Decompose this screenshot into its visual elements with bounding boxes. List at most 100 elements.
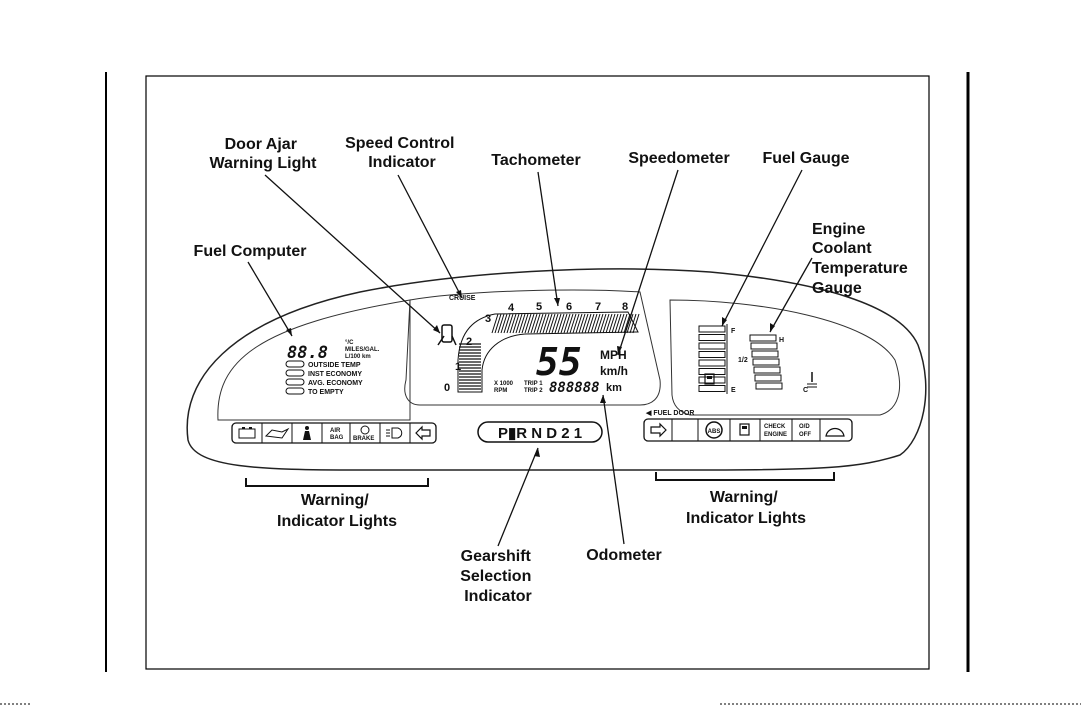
arrowhead	[286, 328, 292, 336]
fuel-computer: 88.8 °/C MILES/GAL. L/100 km OUTSIDE TEM…	[285, 340, 380, 396]
mode-outside-temp: OUTSIDE TEMP	[308, 362, 361, 369]
tach-segment	[614, 313, 622, 334]
odometer-digits: 888888	[549, 380, 600, 396]
left-turn-icon	[415, 425, 431, 441]
tach-segment	[539, 313, 547, 334]
fuel-door-indicator: ◀ FUEL DOOR	[645, 410, 694, 417]
air-bag-label-2: BAG	[330, 435, 344, 441]
tach-label-8: 8	[622, 301, 628, 313]
tach-segment	[533, 313, 541, 334]
tach-segment	[563, 313, 571, 334]
gear-selector: P▮R N D 2 1	[477, 421, 603, 443]
trip-1-label: TRIP 1	[524, 381, 543, 387]
tach-segment	[608, 313, 616, 334]
tach-label-6: 6	[566, 301, 572, 313]
tach-segment	[620, 313, 628, 334]
tach-label-2: 2	[466, 336, 472, 348]
washer-fluid-icon	[825, 427, 845, 437]
arrowhead	[554, 298, 560, 306]
callout-gearshift: Gearshift Selection Indicator	[460, 548, 536, 605]
tach-segment	[530, 313, 538, 334]
temp-bar	[754, 374, 782, 382]
battery-icon	[238, 427, 256, 439]
speed-digits: 55	[536, 340, 582, 384]
fuel-bar	[698, 325, 726, 333]
fuel-mark-half: 1/2	[738, 357, 748, 364]
fuel-mark-full: F	[731, 328, 736, 335]
tach-segment	[611, 313, 619, 334]
fuel-bar	[698, 385, 726, 392]
callout-speedometer: Speedometer	[628, 150, 729, 167]
tach-segment	[515, 313, 523, 334]
abs-label: ABS	[708, 429, 721, 435]
brake-icon	[360, 425, 370, 435]
temp-bar	[749, 334, 777, 342]
tach-segment	[557, 313, 565, 334]
tach-segment	[623, 313, 631, 334]
od-off-label-2: OFF	[799, 432, 811, 438]
abs-icon	[705, 421, 723, 439]
unit-l100km: L/100 km	[345, 354, 371, 360]
tach-segment	[569, 313, 577, 334]
callout-door-ajar: Door Ajar Warning Light	[210, 136, 318, 172]
mode-indicator	[285, 369, 305, 377]
tach-label-4: 4	[508, 302, 515, 314]
tach-segment	[527, 313, 535, 334]
speed-unit-mph: MPH	[600, 348, 627, 362]
coolant-temp-icon	[807, 372, 817, 388]
callout-speed-control: Speed Control Indicator	[345, 135, 459, 171]
tach-segment	[497, 313, 505, 334]
tachometer-leader	[537, 171, 559, 307]
tach-segment	[566, 313, 574, 334]
tach-segment	[602, 313, 610, 334]
tach-segment	[542, 313, 550, 334]
tach-segment	[494, 313, 502, 334]
odometer-unit: km	[606, 382, 622, 394]
tach-segment	[575, 313, 583, 334]
brake-label: BRAKE	[353, 436, 374, 442]
right-turn-icon	[650, 422, 667, 438]
leader-arrowheads	[286, 290, 775, 457]
leader-lines	[247, 169, 813, 547]
callout-engine-coolant: Engine Coolant Temperature Gauge	[812, 221, 912, 297]
tach-bar-outline	[457, 311, 639, 393]
tach-segment	[626, 313, 634, 334]
unit-mpg: MILES/GAL.	[345, 347, 380, 353]
mode-indicator	[285, 387, 305, 395]
tachometer: CRUISE 0 1 2 3 4 5 6 7 8 X 1000 RPM	[444, 295, 640, 394]
door-ajar-icon	[437, 324, 457, 346]
speed-control-leader	[397, 174, 463, 299]
speed-unit-kmh: km/h	[600, 364, 628, 378]
tach-segment	[599, 313, 607, 334]
cruise-indicator: CRUISE	[449, 295, 476, 302]
tach-label-7: 7	[595, 301, 601, 313]
callout-tachometer: Tachometer	[491, 152, 581, 169]
tach-segment	[587, 313, 595, 334]
tach-segment	[593, 313, 601, 334]
warning-lights-right: ABS CHECK ENGINE O/D OFF	[643, 418, 853, 442]
fuel-computer-digits: 88.8	[287, 343, 328, 363]
odometer-display: TRIP 1 TRIP 2 888888 km	[524, 380, 622, 396]
arrowhead	[617, 346, 622, 355]
fuel-bar	[698, 351, 726, 358]
figure-frame	[145, 75, 930, 670]
tach-segment	[554, 313, 562, 334]
mode-indicator	[285, 360, 305, 368]
speedometer-leader	[617, 169, 679, 356]
callout-warning-right: Warning/ Indicator Lights	[686, 489, 806, 527]
tach-unit-x1000: X 1000	[494, 381, 514, 387]
fuel-bar	[698, 334, 726, 341]
temp-bar	[755, 382, 783, 390]
tach-segment	[500, 313, 508, 334]
tach-label-0: 0	[444, 382, 450, 394]
temp-bar	[750, 342, 778, 350]
temp-bar	[752, 358, 780, 366]
warning-lights-left: AIR BAG BRAKE	[231, 422, 437, 444]
arrowhead	[433, 325, 440, 333]
callout-fuel-computer: Fuel Computer	[194, 243, 307, 260]
tach-segment	[509, 313, 517, 334]
tach-label-3: 3	[485, 313, 491, 325]
gauge-window	[669, 299, 901, 416]
warning-right-bracket	[655, 472, 835, 481]
arrowhead	[456, 290, 462, 298]
